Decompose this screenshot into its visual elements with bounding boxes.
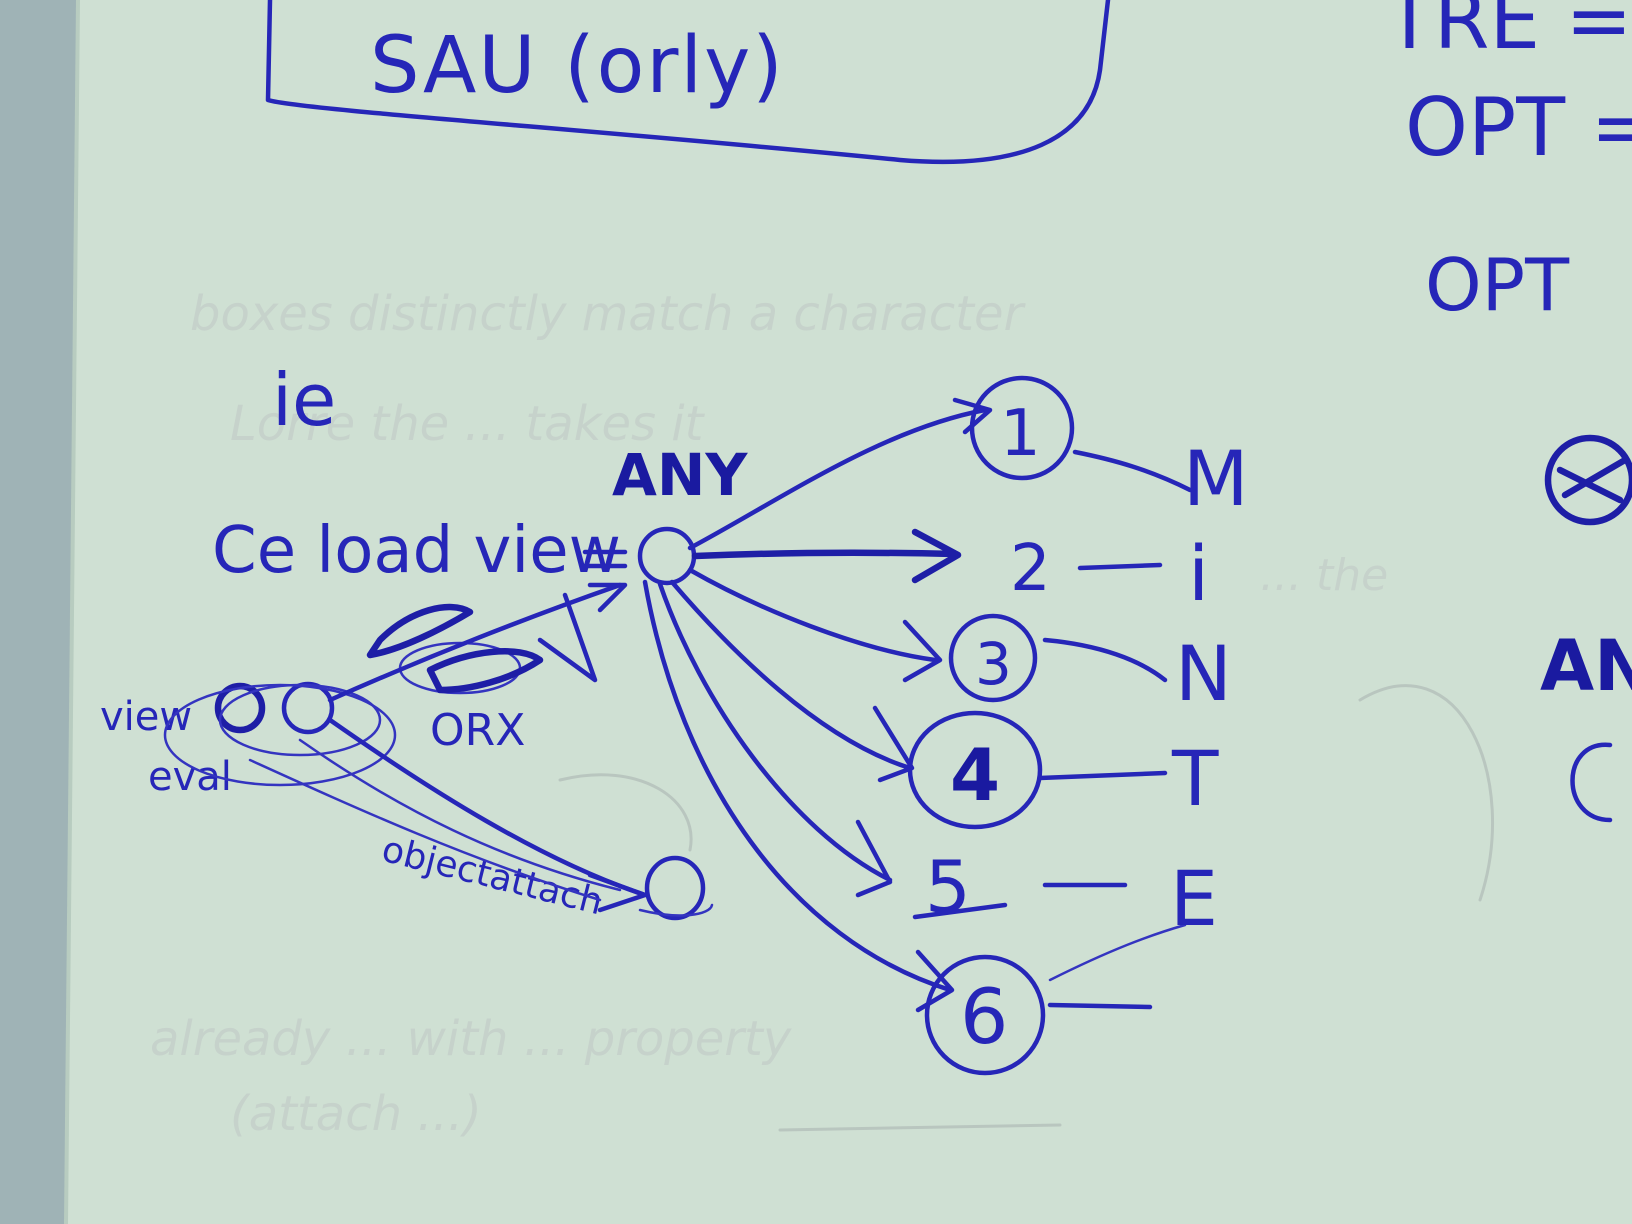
letter-i: i bbox=[1188, 529, 1209, 618]
object-attach-node bbox=[644, 855, 706, 921]
node-6-label: 6 bbox=[960, 972, 1008, 1061]
letter-connectors bbox=[1037, 449, 1193, 1010]
right-column: TRE = OPT = OPT AN bbox=[1384, 0, 1632, 823]
any-label: ANY bbox=[612, 441, 748, 509]
faint-show-through: boxes distinctly match a character Lorre… bbox=[150, 286, 1494, 1142]
letter-t: T bbox=[1171, 734, 1219, 823]
right-text-opt-1: OPT = bbox=[1405, 81, 1632, 174]
ghost-line-5: (attach ...) bbox=[230, 1086, 482, 1142]
node-4-label: 4 bbox=[950, 733, 1000, 817]
source-label: Ce load view bbox=[212, 514, 621, 588]
letter-e: E bbox=[1170, 854, 1218, 943]
letter-n: N bbox=[1175, 629, 1232, 718]
view-label: view bbox=[100, 694, 192, 740]
node-3-label: 3 bbox=[975, 630, 1012, 698]
ghost-line-2: Lorre the ... takes it bbox=[230, 396, 706, 452]
ghost-line-4: already ... with ... property bbox=[150, 1011, 792, 1067]
letter-m: M bbox=[1183, 434, 1249, 523]
sau-box: SAU (orly) bbox=[265, 0, 1111, 165]
node-1 bbox=[969, 375, 1075, 481]
ghost-line-1: boxes distinctly match a character bbox=[190, 286, 1026, 342]
right-partial-circle bbox=[1570, 742, 1613, 823]
node-4 bbox=[907, 710, 1043, 830]
node-1-label: 1 bbox=[1000, 397, 1041, 471]
sau-box-text: SAU (orly) bbox=[370, 21, 785, 111]
scribbled-node-1 bbox=[214, 682, 266, 734]
right-text-tre: TRE = bbox=[1384, 0, 1632, 67]
any-arrows bbox=[642, 397, 993, 1013]
right-filled-node bbox=[1544, 434, 1632, 526]
right-text-an: AN bbox=[1540, 625, 1632, 707]
node-6 bbox=[924, 954, 1046, 1076]
orx-label: ORX bbox=[430, 705, 525, 756]
ie-label: ie bbox=[272, 358, 336, 442]
ghost-line-3: ... the bbox=[1260, 550, 1388, 601]
numbered-nodes: 1 2 3 4 5 6 bbox=[907, 375, 1075, 1076]
letters-column: M i N T E bbox=[1170, 434, 1249, 943]
node-2-label: 2 bbox=[1010, 532, 1051, 606]
right-text-opt-2: OPT bbox=[1425, 243, 1570, 327]
node-3 bbox=[948, 613, 1038, 703]
paper bbox=[66, 0, 1632, 1224]
